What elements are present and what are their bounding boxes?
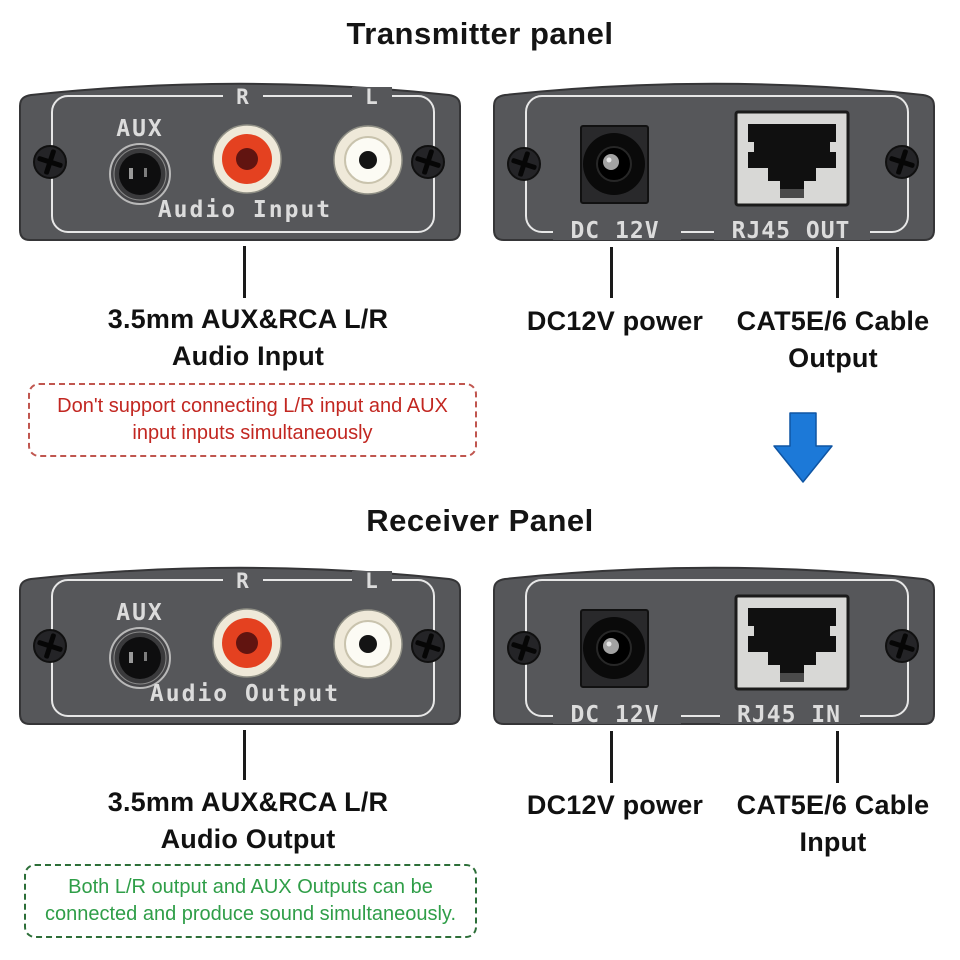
right-channel-label: R [236, 85, 250, 109]
transmitter-cable-caption: CAT5E/6 Cable Output [713, 303, 953, 377]
leader-line [610, 731, 613, 783]
line-gap [223, 87, 263, 105]
line-gap [553, 223, 681, 240]
transmitter-audio-caption: 3.5mm AUX&RCA L/R Audio Input [30, 301, 466, 375]
transmitter-power-caption: DC12V power [526, 306, 704, 336]
left-channel-label: L [365, 85, 379, 109]
transmitter-audio-panel: R L AUX Audio Input [19, 82, 461, 241]
note-line: Don't support connecting L/R input and A… [57, 395, 448, 417]
note-line: input inputs simultaneously [132, 422, 373, 444]
rca-white-port [333, 125, 403, 195]
note-line: connected and produce sound simultaneous… [44, 903, 456, 925]
screw-icon [411, 629, 445, 663]
caption-line: Output [788, 343, 878, 373]
line-gap [720, 707, 860, 724]
line-gap [223, 571, 263, 589]
rca-red-port [212, 608, 282, 678]
aux-label: AUX [116, 600, 164, 626]
note-line: Both L/R output and AUX Outputs can be [68, 876, 433, 898]
leader-line [836, 731, 839, 783]
receiver-audio-caption: 3.5mm AUX&RCA L/R Audio Output [30, 784, 466, 858]
receiver-power-caption: DC12V power [526, 790, 704, 820]
audio-port-label: Audio Output [150, 681, 340, 707]
dc-power-jack [580, 125, 649, 204]
transmitter-power-panel: DC 12V RJ45 OUT [493, 82, 935, 244]
rj45-port [734, 594, 850, 691]
transmitter-note: Don't support connecting L/R input and A… [28, 383, 477, 457]
screw-icon [33, 629, 67, 663]
rj45-label: RJ45 OUT [732, 218, 851, 244]
screw-icon [885, 629, 919, 663]
caption-line: Audio Output [160, 824, 336, 854]
panel-body [493, 82, 935, 241]
dc-label: DC 12V [570, 218, 659, 244]
rca-white-port [333, 609, 403, 679]
dc-label: DC 12V [570, 702, 659, 728]
rca-red-port [212, 124, 282, 194]
receiver-audio-panel: R L AUX Audio Output [19, 566, 461, 725]
left-channel-label: L [365, 569, 379, 593]
screw-icon [507, 147, 541, 181]
leader-line [610, 247, 613, 298]
screw-icon [885, 145, 919, 179]
aux-label: AUX [116, 116, 164, 142]
caption-line: Audio Input [171, 341, 325, 371]
screw-icon [33, 145, 67, 179]
dc-power-jack [580, 609, 649, 688]
aux-jack [109, 143, 171, 205]
rj45-label: RJ45 IN [737, 702, 841, 728]
caption-line: CAT5E/6 Cable [736, 306, 930, 336]
line-gap [553, 707, 681, 724]
leader-line [243, 246, 246, 298]
rj45-port [734, 110, 850, 207]
receiver-title: Receiver Panel [366, 503, 594, 538]
aux-jack [109, 627, 171, 689]
receiver-power-panel: DC 12V RJ45 IN [493, 566, 935, 728]
caption-line: Input [799, 827, 867, 857]
caption-line: 3.5mm AUX&RCA L/R [107, 304, 389, 334]
transmitter-title: Transmitter panel [346, 16, 614, 51]
screw-icon [411, 145, 445, 179]
line-gap [352, 87, 392, 105]
receiver-note: Both L/R output and AUX Outputs can be c… [24, 864, 477, 938]
leader-line [836, 247, 839, 298]
audio-port-label: Audio Input [158, 197, 332, 223]
panel-body [493, 566, 935, 725]
line-gap [714, 223, 870, 240]
right-channel-label: R [236, 569, 250, 593]
screw-icon [507, 631, 541, 665]
down-arrow-icon [773, 412, 833, 483]
receiver-cable-caption: CAT5E/6 Cable Input [713, 787, 953, 861]
caption-line: CAT5E/6 Cable [736, 790, 930, 820]
caption-line: 3.5mm AUX&RCA L/R [107, 787, 389, 817]
leader-line [243, 730, 246, 780]
line-gap [352, 571, 392, 589]
